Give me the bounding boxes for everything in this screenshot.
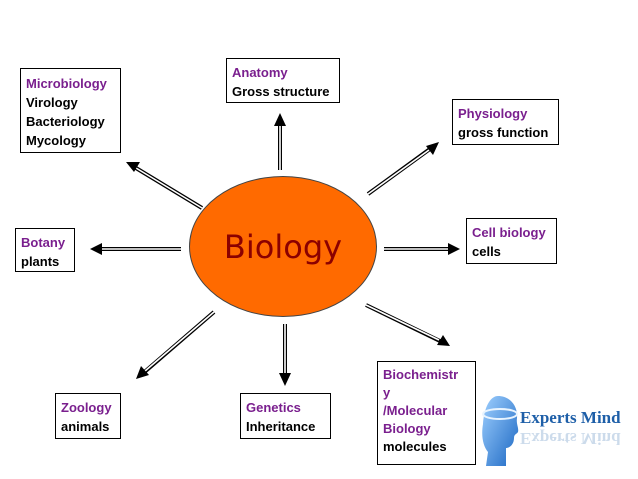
node-title: Biochemistr	[383, 367, 459, 382]
node-title: Microbiology	[26, 76, 107, 91]
node-line: Bacteriology	[26, 114, 105, 129]
node-line: gross function	[458, 125, 549, 140]
node-cell-biology: Cell biology cells	[466, 218, 557, 264]
arrowhead-physiology	[426, 142, 439, 155]
node-line: plants	[21, 254, 60, 269]
node-title: Cell biology	[472, 225, 546, 240]
center-biology-ellipse: Biology	[189, 176, 377, 317]
arrowhead-cell-biology	[448, 243, 460, 255]
logo-text: Experts Mind	[520, 408, 621, 427]
experts-mind-logo: Experts Mind Experts Mind	[480, 392, 630, 472]
arrowhead-zoology	[136, 366, 149, 379]
logo-text-reflection: Experts Mind	[520, 429, 621, 448]
node-line: molecules	[383, 439, 447, 454]
node-line: animals	[61, 419, 110, 434]
node-title: Genetics	[246, 400, 301, 415]
center-label: Biology	[223, 227, 343, 266]
node-title: Anatomy	[232, 65, 288, 80]
head-silhouette-icon	[482, 396, 519, 466]
node-title: Zoology	[61, 400, 112, 415]
node-title: y	[383, 385, 391, 400]
node-botany: Botany plants	[15, 228, 75, 272]
node-line: Inheritance	[246, 419, 316, 434]
arrowhead-biochemistry	[437, 335, 450, 346]
node-microbiology: Microbiology Virology Bacteriology Mycol…	[20, 68, 121, 153]
node-line: Virology	[26, 95, 78, 110]
arrowhead-anatomy	[274, 113, 286, 126]
arrowhead-genetics	[279, 373, 291, 386]
node-physiology: Physiology gross function	[452, 99, 559, 145]
node-biochemistry: Biochemistr y /Molecular Biology molecul…	[377, 361, 476, 465]
node-title: Botany	[21, 235, 66, 250]
node-genetics: Genetics Inheritance	[240, 393, 331, 439]
node-line: cells	[472, 244, 501, 259]
node-anatomy: Anatomy Gross structure	[226, 58, 340, 103]
node-line: Gross structure	[232, 84, 330, 99]
node-title: /Molecular	[383, 403, 448, 418]
arrowhead-botany	[90, 243, 102, 255]
node-title: Biology	[383, 421, 431, 436]
arrowhead-microbiology	[126, 162, 140, 172]
node-title: Physiology	[458, 106, 528, 121]
node-line: Mycology	[26, 133, 86, 148]
node-zoology: Zoology animals	[55, 393, 121, 439]
